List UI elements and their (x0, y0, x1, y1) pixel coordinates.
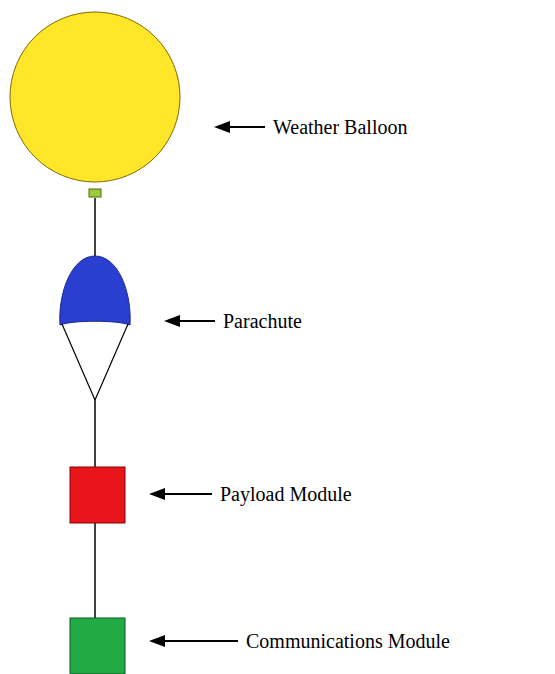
pointer-arrow (228, 126, 265, 128)
pointer-arrowhead (164, 315, 180, 327)
tether-line (94, 198, 96, 258)
part-label-box: Communications Module (246, 629, 450, 653)
tether-line (94, 400, 96, 467)
part-label-box: Payload Module (220, 482, 352, 506)
payload-module (70, 467, 125, 523)
tether-line (94, 523, 96, 618)
pointer-arrow (163, 640, 238, 642)
pointer-arrow (178, 320, 215, 322)
pointer-arrow (163, 493, 212, 495)
pointer-arrowhead (149, 488, 165, 500)
part-label: Payload Module (220, 483, 352, 505)
weather-balloon (10, 12, 180, 182)
pointer-arrowhead (214, 121, 230, 133)
balloon-knot (89, 189, 101, 197)
pointer-arrowhead (149, 635, 165, 647)
part-label-box: Weather Balloon (273, 115, 407, 139)
part-label: Communications Module (246, 630, 450, 652)
parachute-shroud (62, 324, 95, 400)
part-label: Weather Balloon (273, 116, 407, 138)
part-label-box: Parachute (223, 309, 302, 333)
part-label: Parachute (223, 310, 302, 332)
parachute-shroud (95, 324, 128, 400)
parachute-canopy (60, 256, 130, 325)
communications-module (70, 618, 125, 674)
